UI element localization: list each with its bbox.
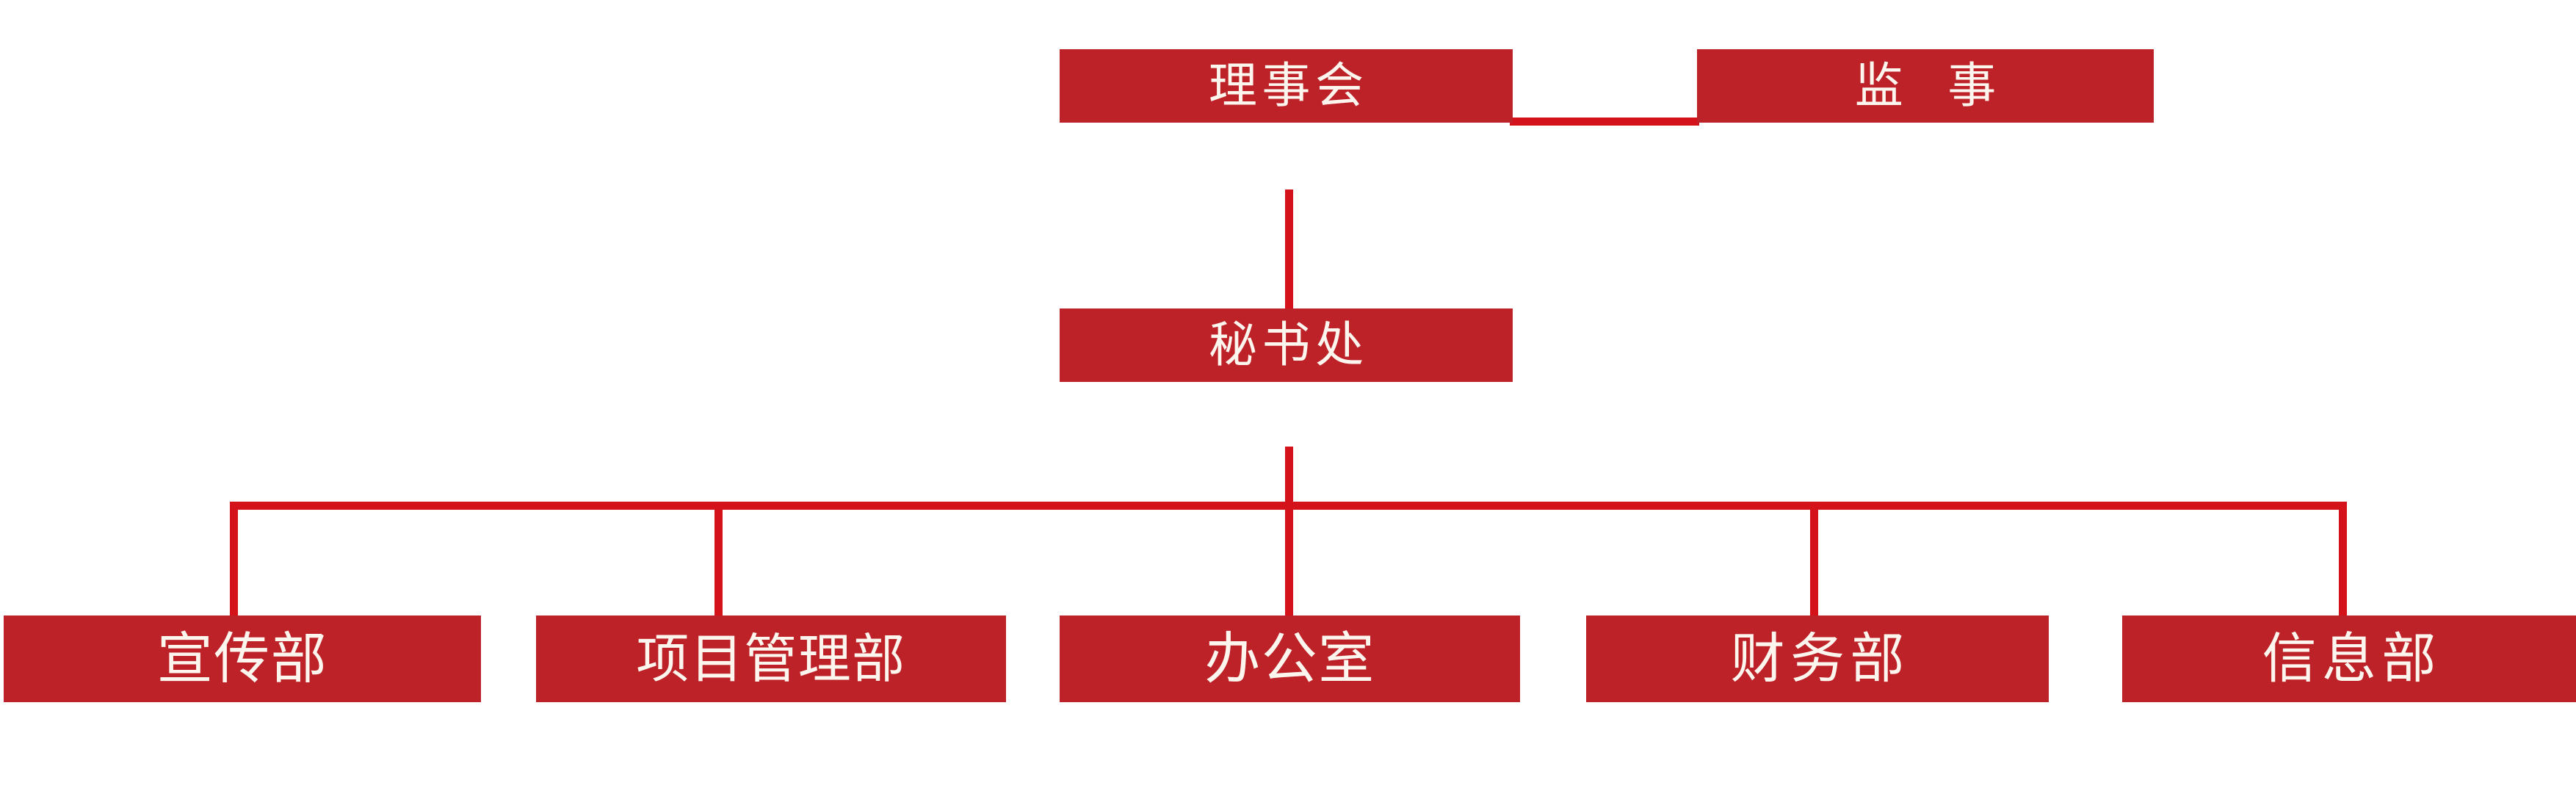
node-publicity[interactable]: 宣传部 bbox=[4, 616, 481, 702]
node-information[interactable]: 信息部 bbox=[2122, 616, 2576, 702]
node-secretariat-label: 秘书处 bbox=[1208, 317, 1369, 373]
node-information-label: 信息部 bbox=[2262, 627, 2442, 690]
node-board[interactable]: 理事会 bbox=[1060, 49, 1513, 123]
connector-bus-to-finance bbox=[1810, 502, 1818, 618]
node-office[interactable]: 办公室 bbox=[1060, 616, 1520, 702]
connector-bus-to-publicity bbox=[230, 502, 238, 618]
node-finance-label: 财务部 bbox=[1730, 627, 1910, 690]
connector-bus-to-project-mgmt bbox=[714, 502, 723, 618]
connector-bus-to-information bbox=[2339, 502, 2347, 618]
connector-board-to-supervisor bbox=[1510, 118, 1699, 126]
node-board-label: 理事会 bbox=[1208, 57, 1369, 114]
node-project-mgmt-label: 项目管理部 bbox=[636, 628, 906, 690]
node-supervisor-label: 监 事 bbox=[1854, 57, 2011, 114]
node-supervisor[interactable]: 监 事 bbox=[1697, 49, 2154, 123]
node-secretariat[interactable]: 秘书处 bbox=[1060, 308, 1513, 382]
node-finance[interactable]: 财务部 bbox=[1586, 616, 2049, 702]
connector-bus-to-office bbox=[1285, 502, 1293, 618]
node-project-mgmt[interactable]: 项目管理部 bbox=[536, 616, 1006, 702]
node-office-label: 办公室 bbox=[1204, 626, 1375, 691]
connector-board-to-secretariat bbox=[1285, 189, 1293, 323]
connector-secretariat-to-bus bbox=[1285, 447, 1293, 510]
node-publicity-label: 宣传部 bbox=[156, 626, 328, 691]
